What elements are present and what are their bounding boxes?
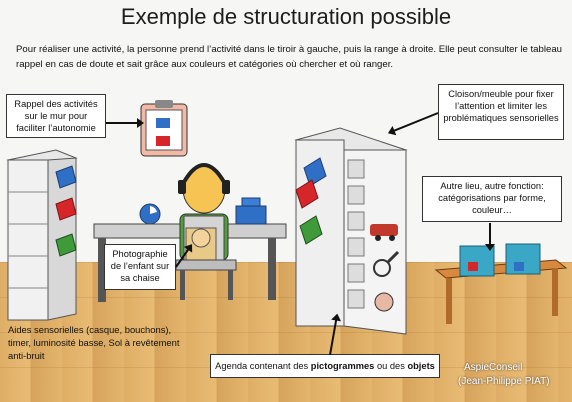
sorting-table [434,243,568,324]
teddy-bear-icon [374,292,394,312]
arrow-other-place [489,223,491,249]
arrow-reminder [106,118,144,128]
callout-photo: Photographie de l’enfant sur sa chaise [104,244,176,290]
callout-agenda: Agenda contenant des pictogrammes ou des… [210,354,440,378]
callout-sensory-aids: Aides sensorielles (casque, bouchons), t… [4,320,200,372]
callout-reminder: Rappel des activités sur le mur pour fac… [6,94,106,138]
right-partition-cabinet [294,127,408,335]
agenda-text-prefix: Agenda contenant des [215,361,311,371]
magnifier-icon [373,259,391,277]
sensory-aids-text: Aides sensorielles (casque, bouchons), t… [8,324,180,361]
credit-author: (Jean-Philippe PIAT) [458,376,550,387]
blue-drawer-label [55,165,77,189]
activity-box [235,197,267,225]
left-drawer-cabinet [6,149,78,321]
green-drawer-label [55,233,77,257]
page-title: Exemple de structuration possible [120,4,452,29]
callout-partition: Cloison/meuble pour fixer l’attention et… [438,84,564,140]
agenda-objects: objets [407,361,435,371]
toy-car-icon [370,224,398,236]
red-drawer-label [55,197,77,221]
credit-name: AspieConseil [464,362,523,373]
agenda-pictograms: pictogrammes [310,361,375,371]
callout-other-place: Autre lieu, autre fonction: catégorisati… [422,176,562,222]
intro-text: Pour réaliser une activité, la personne … [16,44,562,70]
chair [175,215,237,300]
reminder-board [140,100,188,157]
agenda-text-middle: ou des [374,361,408,371]
wooden-floor [0,262,572,402]
